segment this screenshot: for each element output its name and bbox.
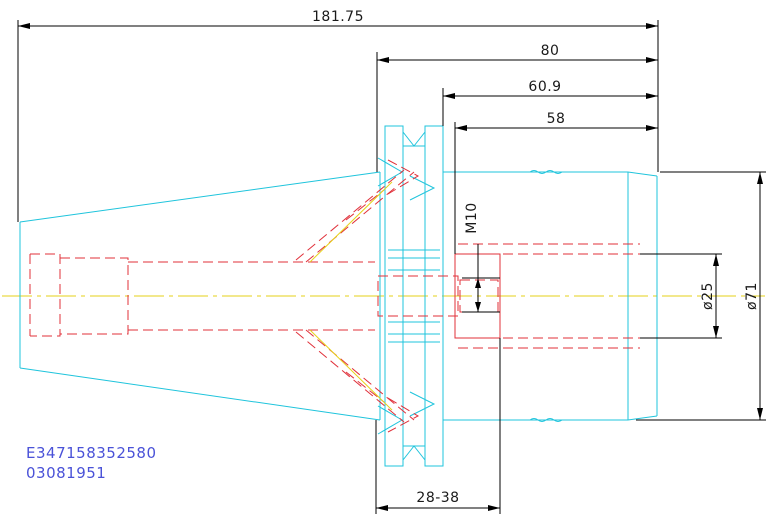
dimension-groove-to-end-label: 60.9 — [528, 79, 561, 95]
dimension-outer-diameter: ø71 — [636, 171, 766, 421]
dimension-adjust-range: 28-38 — [375, 338, 501, 514]
dimension-bore-diameter-label: ø25 — [700, 282, 716, 310]
dimension-overall-length: 181.75 — [17, 9, 659, 222]
dimension-thread-label: M10 — [464, 202, 480, 233]
dimension-adjust-range-label: 28-38 — [416, 490, 459, 506]
taper-shank-outline — [19, 171, 381, 421]
dimension-thread: M10 — [462, 202, 500, 313]
part-number: E347158352580 — [26, 444, 157, 462]
dimension-groove-to-end: 60.9 — [442, 79, 658, 126]
dimension-bore-diameter: ø25 — [640, 253, 722, 339]
dimension-flange-to-end-label: 80 — [541, 43, 560, 59]
body-outline — [443, 170, 658, 422]
construction-lines — [309, 181, 393, 411]
part-code-block: E347158352580 03081951 — [26, 444, 157, 482]
flange-outline — [377, 125, 444, 467]
dimension-outer-diameter-label: ø71 — [744, 282, 760, 310]
part-code-secondary: 03081951 — [26, 464, 106, 482]
dimension-overall-length-label: 181.75 — [312, 9, 364, 25]
dimension-body-length-label: 58 — [547, 111, 566, 127]
dimension-flange-to-end: 80 — [376, 43, 658, 172]
dimension-body-length: 58 — [454, 111, 658, 254]
hidden-lines — [29, 159, 640, 433]
